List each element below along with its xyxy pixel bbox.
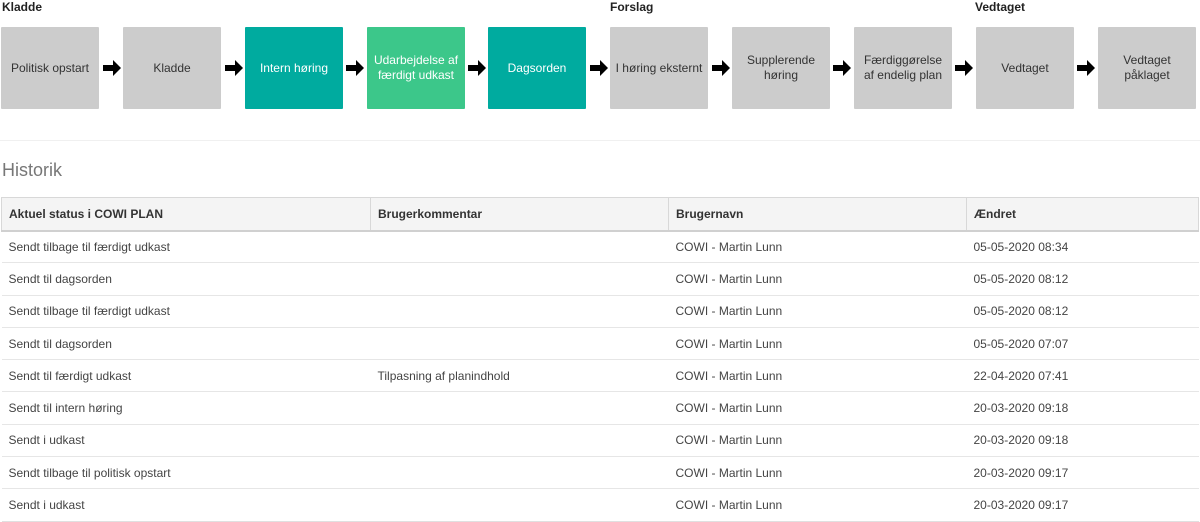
- workflow-step-label: Vedtaget påklaget: [1123, 53, 1171, 82]
- column-header-changed[interactable]: Ændret: [966, 197, 1199, 232]
- workflow-step-supplerende-horing[interactable]: Supplerende høring: [732, 27, 830, 109]
- arrow-right-icon: [346, 60, 364, 76]
- workflow-step-label: Udarbejdelse af færdigt udkast: [373, 53, 459, 82]
- comment-cell: Tilpasning af planindhold: [370, 359, 669, 393]
- workflow-step-label: Dagsorden: [507, 60, 567, 75]
- workflow-step-vedtaget[interactable]: Vedtaget: [976, 27, 1074, 109]
- username-cell: COWI - Martin Lunn: [668, 295, 967, 328]
- phase-label-forslag: Forslag: [610, 0, 654, 14]
- workflow-step-vedtaget-paklaget[interactable]: Vedtaget påklaget: [1098, 27, 1196, 109]
- workflow-step-kladde[interactable]: Kladde: [123, 27, 221, 109]
- username-cell: COWI - Martin Lunn: [668, 391, 967, 425]
- arrow-right-icon: [833, 60, 851, 76]
- status-cell: Sendt til dagsorden: [1, 327, 371, 361]
- workflow-step-dagsorden[interactable]: Dagsorden: [488, 27, 586, 109]
- comment-cell: [370, 230, 669, 264]
- workflow-step-label: Supplerende høring: [746, 53, 816, 82]
- workflow-step-label: Kladde: [153, 60, 191, 75]
- status-cell: Sendt i udkast: [1, 424, 371, 458]
- table-row: Sendt i udkast COWI - Martin Lunn 20-03-…: [1, 488, 1199, 522]
- workflow-step-label: Politisk opstart: [10, 60, 90, 75]
- comment-cell: [370, 327, 669, 361]
- history-table: Aktuel status i COWI PLAN Brugerkommenta…: [1, 197, 1199, 522]
- status-cell: Sendt til dagsorden: [1, 262, 371, 296]
- status-cell: Sendt i udkast: [1, 488, 371, 522]
- section-divider: [0, 140, 1200, 141]
- changed-cell: 05-05-2020 07:07: [966, 327, 1199, 361]
- comment-cell: [370, 391, 669, 425]
- status-cell: Sendt til intern høring: [1, 391, 371, 425]
- comment-cell: [370, 488, 669, 522]
- workflow-step-label: Færdiggørelse af endelig plan: [863, 53, 943, 82]
- table-row: Sendt til dagsorden COWI - Martin Lunn 0…: [1, 262, 1199, 296]
- column-header-status[interactable]: Aktuel status i COWI PLAN: [1, 197, 371, 232]
- workflow-step-intern-horing[interactable]: Intern høring: [245, 27, 343, 109]
- arrow-right-icon: [103, 60, 121, 76]
- column-header-comment[interactable]: Brugerkommentar: [370, 197, 669, 232]
- workflow-step-label: Intern høring: [259, 60, 329, 75]
- username-cell: COWI - Martin Lunn: [668, 230, 967, 264]
- changed-cell: 05-05-2020 08:12: [966, 295, 1199, 328]
- column-header-username[interactable]: Brugernavn: [668, 197, 967, 232]
- username-cell: COWI - Martin Lunn: [668, 327, 967, 361]
- table-row: Sendt til intern høring COWI - Martin Lu…: [1, 391, 1199, 425]
- arrow-right-icon: [468, 60, 486, 76]
- arrow-right-icon: [712, 60, 730, 76]
- workflow-step-label: Vedtaget: [1001, 60, 1049, 75]
- changed-cell: 05-05-2020 08:34: [966, 230, 1199, 264]
- table-header-row: Aktuel status i COWI PLAN Brugerkommenta…: [1, 197, 1199, 232]
- phase-label-vedtaget: Vedtaget: [975, 0, 1026, 14]
- changed-cell: 22-04-2020 07:41: [966, 359, 1199, 393]
- arrow-right-icon: [955, 60, 973, 76]
- username-cell: COWI - Martin Lunn: [668, 262, 967, 296]
- table-row: Sendt i udkast COWI - Martin Lunn 20-03-…: [1, 424, 1199, 458]
- workflow-step-udarbejdelse[interactable]: Udarbejdelse af færdigt udkast: [367, 27, 465, 109]
- changed-cell: 20-03-2020 09:17: [966, 456, 1199, 490]
- changed-cell: 05-05-2020 08:12: [966, 262, 1199, 296]
- username-cell: COWI - Martin Lunn: [668, 488, 967, 522]
- comment-cell: [370, 424, 669, 458]
- username-cell: COWI - Martin Lunn: [668, 456, 967, 490]
- comment-cell: [370, 262, 669, 296]
- table-row: Sendt tilbage til politisk opstart COWI …: [1, 456, 1199, 490]
- comment-cell: [370, 295, 669, 328]
- arrow-right-icon: [225, 60, 243, 76]
- status-cell: Sendt tilbage til færdigt udkast: [1, 230, 371, 264]
- table-row: Sendt til færdigt udkast Tilpasning af p…: [1, 359, 1199, 393]
- phase-label-kladde: Kladde: [2, 0, 43, 14]
- history-title: Historik: [2, 160, 63, 180]
- workflow-step-politisk-opstart[interactable]: Politisk opstart: [1, 27, 99, 109]
- changed-cell: 20-03-2020 09:17: [966, 488, 1199, 522]
- status-cell: Sendt til færdigt udkast: [1, 359, 371, 393]
- table-row: Sendt tilbage til færdigt udkast COWI - …: [1, 295, 1199, 328]
- status-cell: Sendt tilbage til politisk opstart: [1, 456, 371, 490]
- username-cell: COWI - Martin Lunn: [668, 359, 967, 393]
- status-cell: Sendt tilbage til færdigt udkast: [1, 295, 371, 328]
- table-row: Sendt tilbage til færdigt udkast COWI - …: [1, 230, 1199, 264]
- workflow-step-label: I høring eksternt: [615, 60, 703, 75]
- comment-cell: [370, 456, 669, 490]
- workflow-step-i-horing-eksternt[interactable]: I høring eksternt: [610, 27, 708, 109]
- changed-cell: 20-03-2020 09:18: [966, 424, 1199, 458]
- username-cell: COWI - Martin Lunn: [668, 424, 967, 458]
- changed-cell: 20-03-2020 09:18: [966, 391, 1199, 425]
- arrow-right-icon: [1077, 60, 1095, 76]
- table-row: Sendt til dagsorden COWI - Martin Lunn 0…: [1, 327, 1199, 361]
- arrow-right-icon: [590, 60, 608, 76]
- workflow-step-faerdiggorelse[interactable]: Færdiggørelse af endelig plan: [854, 27, 952, 109]
